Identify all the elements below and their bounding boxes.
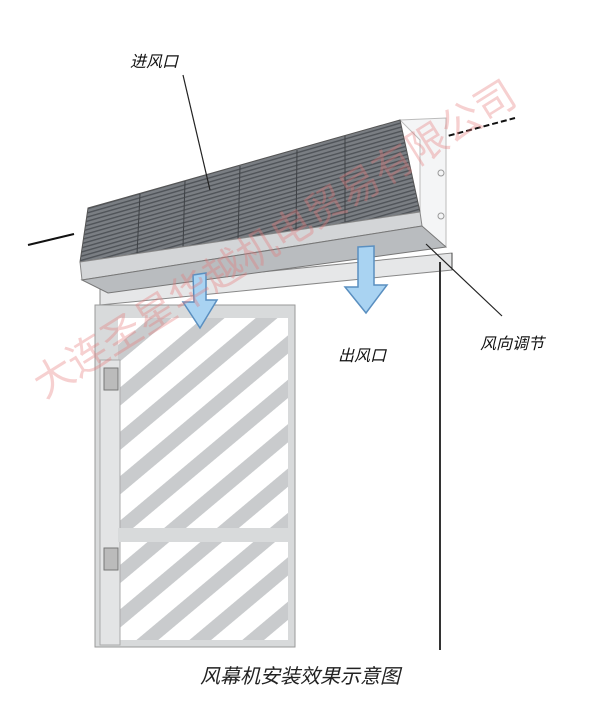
direction-adjust-label: 风向调节 — [480, 334, 545, 353]
outlet-label: 出风口 — [338, 346, 387, 365]
screw — [437, 169, 445, 177]
adjust-leader-line — [425, 243, 503, 317]
grille-dividers — [136, 136, 346, 255]
door-rail — [118, 528, 288, 542]
airflow-arrow-right — [343, 245, 389, 315]
unit-bottom — [80, 225, 448, 294]
wall-line-left — [27, 233, 75, 246]
door-glass — [118, 318, 288, 640]
diagram-caption: 风幕机安装效果示意图 — [200, 664, 400, 688]
screw — [437, 212, 445, 220]
inlet-label: 进风口 — [130, 52, 179, 71]
door-stile — [99, 359, 121, 646]
hinge-bottom — [103, 547, 119, 571]
inlet-leader-line — [182, 74, 211, 191]
airflow-arrow-left — [181, 272, 219, 330]
hinge-top — [103, 367, 119, 391]
wall-line-right — [439, 117, 516, 139]
